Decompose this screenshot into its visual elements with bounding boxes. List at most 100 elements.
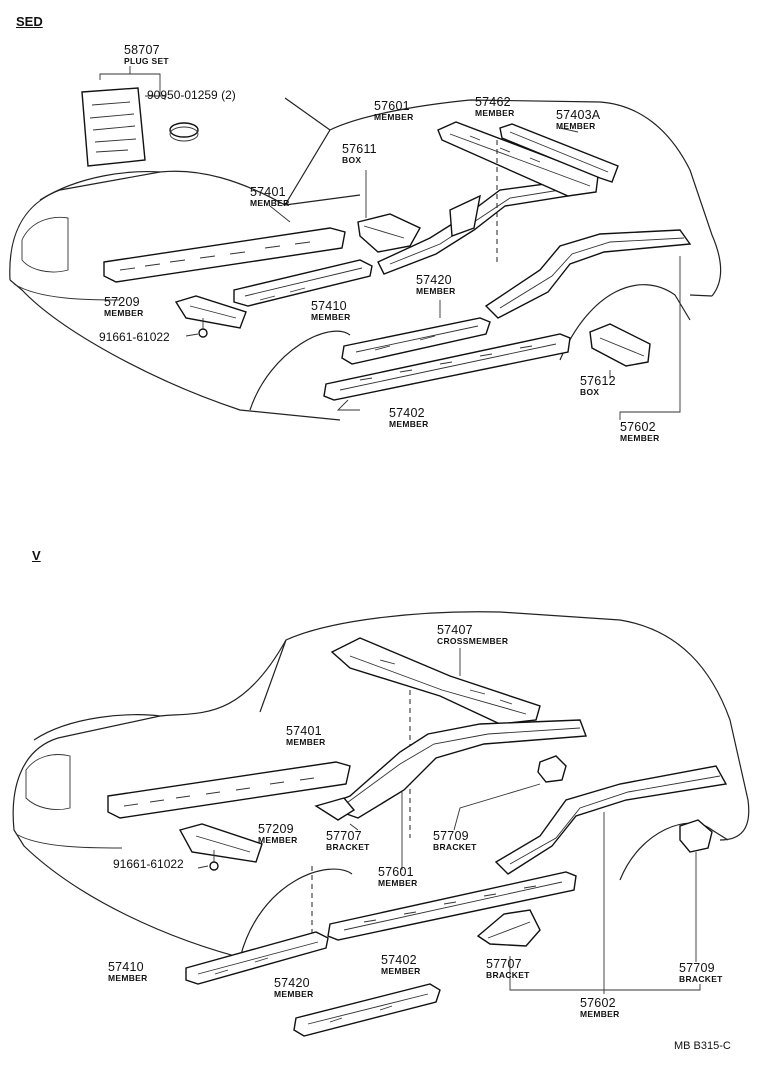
v-bracket-57709-upper-drawing [453, 755, 567, 831]
part-description: MEMBER [286, 736, 326, 747]
part-number: 57410 [108, 960, 144, 974]
part-description: MEMBER [389, 418, 429, 429]
part-number: 57402 [381, 953, 417, 967]
part-description: MEMBER [374, 111, 414, 122]
part-number: 57410 [311, 299, 347, 313]
part-number: 57420 [416, 273, 452, 287]
callout-57612: 57612 BOX [580, 375, 616, 396]
callout-57401: 57401 MEMBER [286, 725, 326, 746]
part-description: MEMBER [104, 307, 144, 318]
callout-57403A: 57403A MEMBER [556, 109, 600, 130]
part-description: MEMBER [556, 120, 596, 131]
callout-57410: 57410 MEMBER [311, 300, 351, 321]
part-number: 57707 [486, 957, 522, 971]
part-number: 57612 [580, 374, 616, 388]
part-description: PLUG SET [124, 55, 169, 66]
part-number: 57209 [104, 295, 140, 309]
diagram-code: MB B315-C [674, 1040, 731, 1052]
part-number: 58707 [124, 43, 160, 57]
sed-member-57401-drawing [103, 205, 346, 283]
callout-57707-lower: 57707 BRACKET [486, 958, 530, 979]
v-bracket-57707-upper-drawing [314, 797, 359, 831]
part-number: 57401 [250, 185, 286, 199]
callout-58707: 58707 PLUG SET [124, 44, 169, 65]
v-member-57420-drawing [293, 983, 441, 1037]
part-description: BRACKET [326, 841, 370, 852]
part-number: 57601 [378, 865, 414, 879]
part-description: CROSSMEMBER [437, 635, 509, 646]
v-member-57402-drawing [327, 871, 577, 941]
v-member-57209-drawing [178, 823, 263, 871]
part-number: 57611 [342, 142, 377, 156]
callout-57402: 57402 MEMBER [389, 407, 429, 428]
v-member-57602-drawing [494, 765, 728, 994]
section-tag-v: V [32, 548, 41, 563]
sed-member-57402-drawing [323, 333, 571, 411]
callout-57707-upper: 57707 BRACKET [326, 830, 370, 851]
part-description: MEMBER [620, 432, 660, 443]
part-description: MEMBER [258, 834, 298, 845]
callout-57420: 57420 MEMBER [416, 274, 456, 295]
part-number: 57401 [286, 724, 322, 738]
callout-57602: 57602 MEMBER [580, 997, 620, 1018]
callout-57420: 57420 MEMBER [274, 977, 314, 998]
callout-57601: 57601 MEMBER [378, 866, 418, 887]
part-description: BOX [342, 154, 362, 165]
part-description: BOX [580, 386, 600, 397]
part-number: 57709 [679, 961, 715, 975]
part-number: 57407 [437, 623, 473, 637]
part-description: MEMBER [274, 988, 314, 999]
part-description: MEMBER [378, 877, 418, 888]
callout-57402: 57402 MEMBER [381, 954, 421, 975]
sed-member-57462-drawing [437, 121, 599, 197]
callout-57209: 57209 MEMBER [104, 296, 144, 317]
v-member-57401-drawing [107, 761, 351, 819]
part-description: MEMBER [580, 1008, 620, 1019]
callout-91661: 91661-61022 [113, 857, 184, 871]
part-description: MEMBER [475, 107, 515, 118]
part-number: 57707 [326, 829, 362, 843]
callout-91661: 91661-61022 [99, 330, 170, 344]
part-number: 57402 [389, 406, 425, 420]
callout-57709-upper: 57709 BRACKET [433, 830, 477, 851]
sed-member-57403A-drawing [499, 123, 619, 183]
v-car-body-outline [12, 611, 750, 961]
v-bracket-57709-right-drawing [679, 819, 713, 962]
callout-57602: 57602 MEMBER [620, 421, 660, 442]
callout-57209: 57209 MEMBER [258, 823, 298, 844]
callout-57601: 57601 MEMBER [374, 100, 414, 121]
callout-57407: 57407 CROSSMEMBER [437, 624, 508, 645]
callout-57462: 57462 MEMBER [475, 96, 515, 117]
part-number: 57209 [258, 822, 294, 836]
sed-member-57602-drawing [484, 229, 692, 420]
callout-57410: 57410 MEMBER [108, 961, 148, 982]
sed-member-57420-drawing [341, 300, 491, 365]
part-description: MEMBER [108, 972, 148, 983]
sed-member-57209-drawing [174, 295, 247, 338]
part-number: 57709 [433, 829, 469, 843]
part-description: BRACKET [486, 969, 530, 980]
part-number: 57602 [580, 996, 616, 1010]
part-number: 57403A [556, 108, 601, 122]
sed-member-57410-drawing [233, 259, 373, 307]
plug-set-drawing [81, 66, 199, 167]
callout-57401: 57401 MEMBER [250, 186, 290, 207]
part-number: 57602 [620, 420, 656, 434]
part-description: BRACKET [679, 973, 723, 984]
part-number: 57601 [374, 99, 410, 113]
sed-box-57611-drawing [357, 170, 421, 253]
v-bracket-57707-lower-drawing [476, 909, 701, 991]
part-description: MEMBER [381, 965, 421, 976]
callout-57611: 57611 BOX [342, 143, 377, 164]
part-description: MEMBER [416, 285, 456, 296]
sed-car-body-outline [9, 97, 722, 421]
sed-box-57612-drawing [589, 323, 651, 378]
part-number: 57420 [274, 976, 310, 990]
part-description: MEMBER [311, 311, 351, 322]
callout-90950: 90950-01259 (2) [147, 88, 236, 102]
callout-57709-right: 57709 BRACKET [679, 962, 723, 983]
part-description: MEMBER [250, 197, 290, 208]
v-crossmember-57407-drawing [330, 637, 541, 725]
part-number: 57462 [475, 95, 511, 109]
